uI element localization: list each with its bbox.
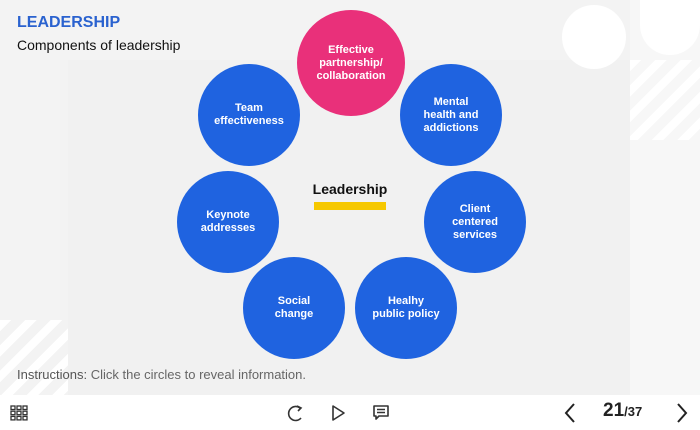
current-page: 21 [603,400,625,421]
circle-team-effectiveness[interactable]: Team effectiveness [198,64,300,166]
circle-healthy-public-policy[interactable]: Healhy public policy [355,257,457,359]
circle-effective-partnership[interactable]: Effective partnership/ collaboration [297,10,405,116]
circle-client-centered[interactable]: Client centered services [424,171,526,273]
instructions-label: Instructions: [17,367,88,382]
replay-icon [287,404,303,421]
total-pages: /37 [624,404,643,419]
instructions-text: Click the circles to reveal information. [87,367,307,382]
slide: LEADERSHIP Components of leadership Effe… [0,0,700,395]
chevron-right-icon [677,402,688,423]
replay-button[interactable] [284,395,308,430]
grid-icon [10,404,28,421]
center-underline [314,202,386,210]
player-toolbar [0,395,700,430]
decoration-circle [562,5,626,69]
slide-title: LEADERSHIP [17,14,121,31]
circle-social-change[interactable]: Social change [243,257,345,359]
decoration-stripes [630,60,700,140]
next-slide-button[interactable] [670,395,694,430]
menu-grid-button[interactable] [8,395,30,430]
page-indicator: 21/37 [603,400,642,422]
chevron-left-icon [564,402,575,423]
decoration-stripes [0,320,68,395]
circle-keynote-addresses[interactable]: Keynote addresses [177,171,279,273]
notes-button[interactable] [369,395,393,430]
decoration-circle [640,0,700,55]
play-button[interactable] [326,395,350,430]
play-icon [332,404,345,421]
instructions: Instructions: Click the circles to revea… [17,367,306,382]
comment-icon [373,404,389,420]
previous-slide-button[interactable] [558,395,582,430]
center-label: Leadership [312,181,388,197]
slide-subtitle: Components of leadership [17,37,181,53]
circle-mental-health[interactable]: Mental health and addictions [400,64,502,166]
